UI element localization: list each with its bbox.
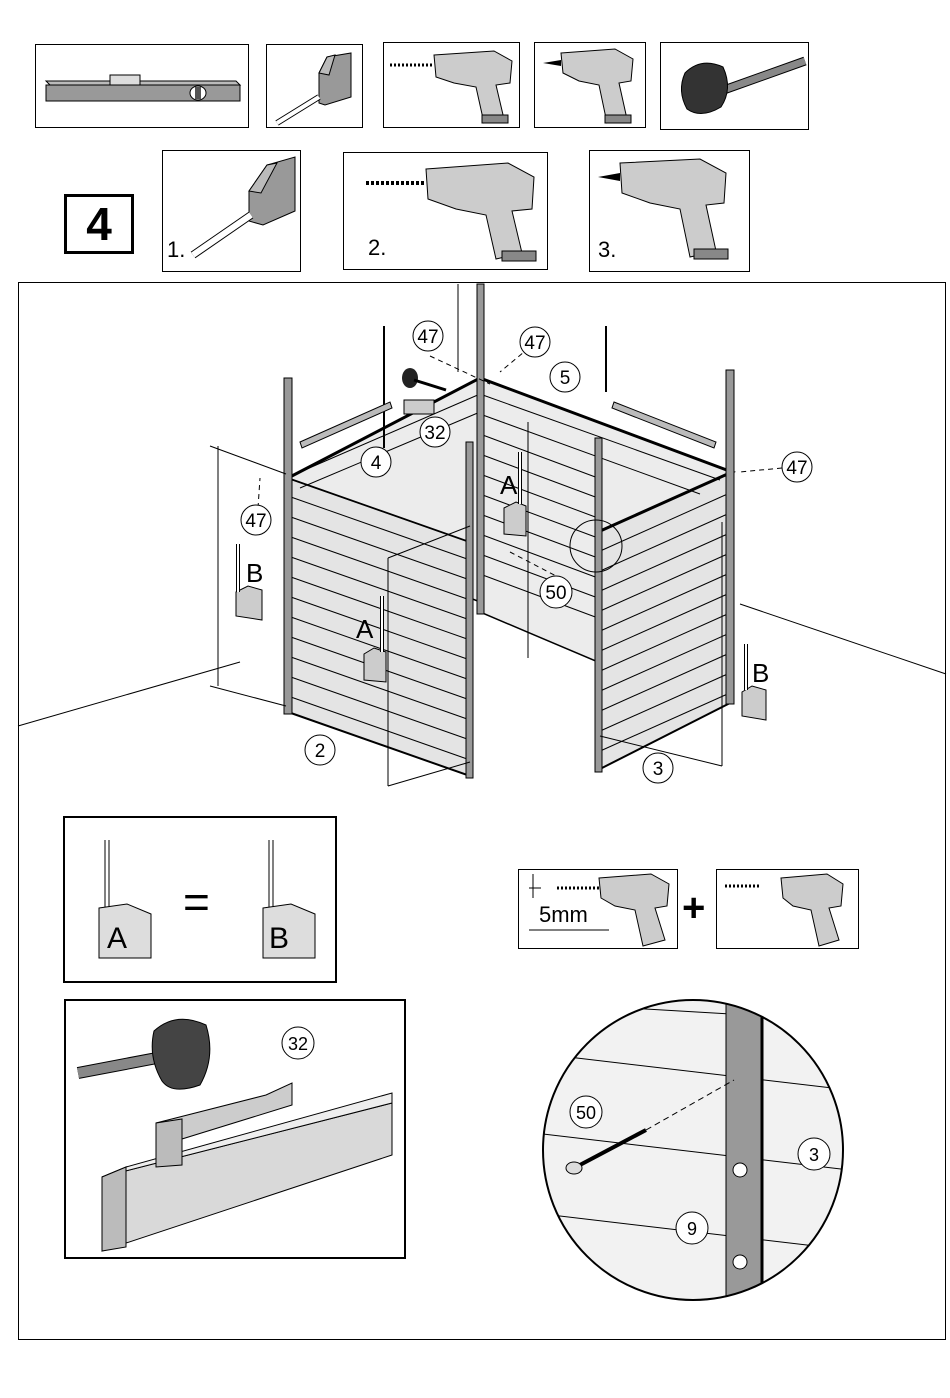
svg-text:5: 5 (560, 368, 571, 389)
detail-callout-50: 50 (570, 1096, 602, 1128)
equal-sign: = (183, 876, 210, 928)
measure-label-a-front: A (356, 614, 374, 644)
callout-50: 50 (540, 576, 572, 608)
mallet-callout-32: 32 (282, 1027, 314, 1059)
svg-text:2: 2 (315, 741, 326, 762)
svg-text:4: 4 (371, 453, 382, 474)
detail-callout-3: 3 (798, 1138, 830, 1170)
callout-4: 4 (361, 447, 391, 477)
svg-text:47: 47 (786, 458, 807, 479)
mallet-detail-panel: 32 (64, 999, 406, 1259)
predrill-panel: 5mm (518, 869, 678, 949)
predrill-size-label: 5mm (539, 902, 588, 927)
callout-3: 3 (643, 753, 673, 783)
screw-detail-circle: 50 9 3 (526, 992, 866, 1312)
drill-icon (384, 43, 520, 128)
sequence-label-2: 2. (368, 235, 386, 261)
sequence-drill: 2. (343, 152, 548, 270)
detail-callout-9: 9 (676, 1212, 708, 1244)
callout-32: 32 (420, 417, 450, 447)
rubber-mallet-icon (661, 43, 809, 130)
callout-2: 2 (305, 735, 335, 765)
equal-label-a: A (107, 922, 127, 955)
measure-label-a-back: A (500, 470, 518, 500)
svg-text:3: 3 (809, 1145, 819, 1165)
callout-47-right: 47 (782, 452, 812, 482)
svg-text:47: 47 (524, 333, 545, 354)
measure-equal-panel: A = B (63, 816, 337, 983)
plus-sign: + (682, 886, 705, 931)
spirit-level-icon (36, 45, 249, 128)
tool-rubber-mallet (660, 42, 809, 130)
callout-47-left: 47 (241, 505, 271, 535)
sequence-screwdriver: 3. (589, 150, 750, 272)
step-number: 4 (64, 194, 134, 254)
svg-text:47: 47 (245, 511, 266, 532)
equal-label-b: B (269, 922, 289, 955)
tape-measure-icon (267, 45, 363, 128)
screw-in-panel (716, 869, 859, 949)
tool-tape-measure (266, 44, 363, 128)
sequence-tape-measure: 1. (162, 150, 301, 272)
svg-text:9: 9 (687, 1219, 697, 1239)
sequence-label-1: 1. (167, 237, 185, 263)
svg-text:50: 50 (576, 1103, 596, 1123)
svg-text:32: 32 (424, 423, 445, 444)
callout-47-top-right: 47 (520, 327, 550, 357)
tool-spirit-level (35, 44, 249, 128)
sequence-label-3: 3. (598, 237, 616, 263)
callout-47-top-left: 47 (413, 321, 443, 351)
svg-text:50: 50 (545, 583, 566, 604)
measure-label-b-left: B (246, 558, 263, 588)
tool-drill (383, 42, 520, 128)
callout-5: 5 (550, 362, 580, 392)
screwdriver-icon (535, 43, 646, 128)
tool-screwdriver (534, 42, 646, 128)
measure-label-b-right: B (752, 658, 769, 688)
svg-text:47: 47 (417, 327, 438, 348)
svg-text:32: 32 (288, 1034, 308, 1054)
svg-text:3: 3 (653, 759, 664, 780)
